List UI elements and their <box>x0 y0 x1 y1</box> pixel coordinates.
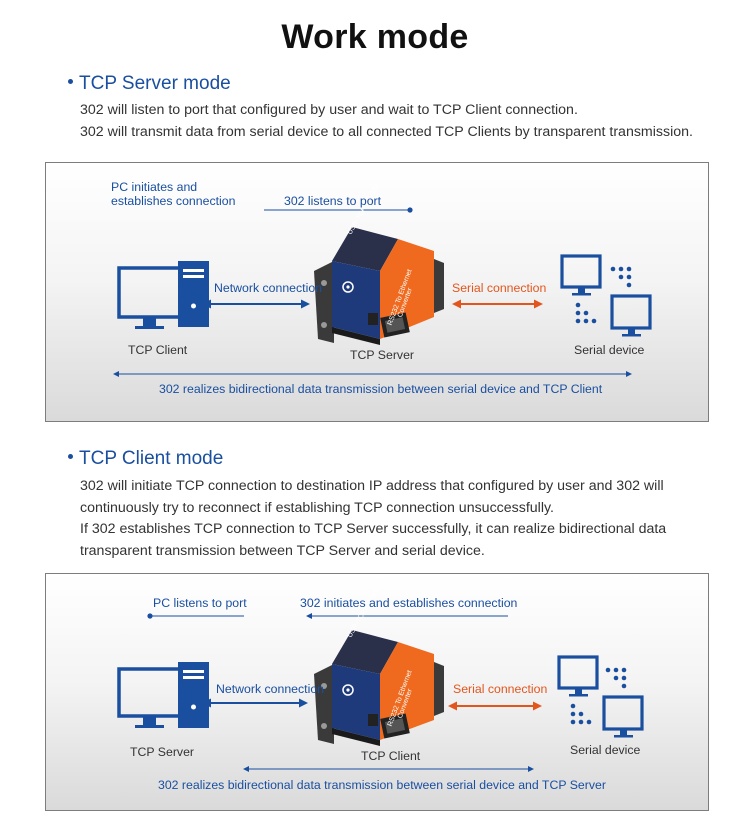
client-mode-diagram: USR-TCP232-302 RS232 To Ethernet Convert… <box>45 573 709 811</box>
computer-icon <box>117 261 209 329</box>
pc-note: PC listens to port <box>153 596 247 610</box>
pc-role-label: TCP Client <box>128 343 188 357</box>
device-role-label: TCP Server <box>350 348 415 362</box>
page-title: Work mode <box>281 18 469 56</box>
server-mode-heading: TCP Server mode <box>68 73 231 95</box>
serial-client-device-icon <box>314 630 444 746</box>
client-mode-heading-text: TCP Client mode <box>79 448 224 469</box>
client-mode-heading: TCP Client mode <box>68 448 223 470</box>
computer-icon <box>117 662 209 728</box>
serial-role-label: Serial device <box>574 343 645 357</box>
client-desc-line-2: continuously try to reconnect if establi… <box>80 499 554 516</box>
bullet-icon <box>68 79 73 85</box>
client-diagram-graphics <box>117 613 644 772</box>
network-connection-label: Network connection <box>216 682 324 696</box>
server-mode-diagram: USR-TCP232-302 RS232 To Ethernet Convert… <box>45 162 709 422</box>
serial-connection-label: Serial connection <box>453 682 548 696</box>
pc-role-label: TCP Server <box>130 745 195 759</box>
serial-server-device-icon <box>314 227 444 345</box>
client-desc-line-4: transparent transmission between TCP Ser… <box>80 542 485 559</box>
port-dot-icon <box>407 207 413 213</box>
network-connection-label: Network connection <box>214 281 322 295</box>
bidirectional-caption: 302 realizes bidirectional data transmis… <box>159 382 603 396</box>
server-mode-heading-text: TCP Server mode <box>79 73 231 94</box>
pc-note-line-1: PC initiates and <box>111 180 198 194</box>
device-note: 302 listens to port <box>284 194 382 208</box>
serial-device-icon <box>557 655 644 738</box>
serial-connection-label: Serial connection <box>452 281 547 295</box>
server-diagram-graphics <box>113 207 652 377</box>
serial-role-label: Serial device <box>570 743 641 757</box>
server-mode-description: 302 will listen to port that configured … <box>80 100 693 143</box>
server-desc-line-1: 302 will listen to port that configured … <box>80 102 578 118</box>
pc-note-line-2: establishes connection <box>111 194 236 208</box>
bidirectional-caption: 302 realizes bidirectional data transmis… <box>158 778 606 792</box>
port-dot-icon <box>147 613 153 619</box>
device-note: 302 initiates and establishes connection <box>300 596 518 610</box>
client-desc-line-1: 302 will initiate TCP connection to dest… <box>80 478 664 494</box>
server-desc-line-2: 302 will transmit data from serial devic… <box>80 123 693 140</box>
device-role-label: TCP Client <box>361 749 421 763</box>
serial-device-icon <box>560 254 652 337</box>
client-mode-description: 302 will initiate TCP connection to dest… <box>80 476 666 562</box>
client-desc-line-3: If 302 establishes TCP connection to TCP… <box>80 521 667 537</box>
bullet-icon <box>68 454 73 460</box>
